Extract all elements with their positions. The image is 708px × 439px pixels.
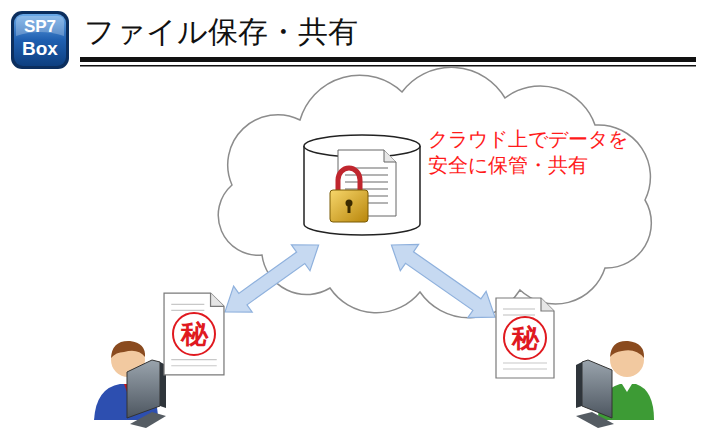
database-cylinder: [304, 135, 420, 235]
logo-icon: [11, 11, 69, 69]
cloud-caption: クラウド上でデータを 安全に保管・共有: [428, 126, 634, 178]
computer-monitor: [127, 360, 166, 428]
title-rule: [80, 65, 696, 67]
secret-stamp: 秘: [172, 312, 216, 356]
double-arrow: [225, 245, 319, 312]
page-title: ファイル保存・共有: [84, 14, 358, 50]
secret-stamp: 秘: [503, 316, 547, 360]
logo-text: Box: [14, 39, 66, 58]
cloud-outline: [218, 67, 651, 318]
padlock: [330, 168, 368, 222]
secret-document: 秘: [495, 297, 555, 379]
double-arrow: [391, 244, 495, 317]
secret-document: 秘: [163, 292, 225, 376]
computer-monitor: [576, 360, 614, 428]
cloud-storage: クラウド上でデータを 安全に保管・共有: [290, 120, 640, 245]
logo-text: SP7: [14, 18, 66, 35]
title-rule: [80, 57, 696, 62]
